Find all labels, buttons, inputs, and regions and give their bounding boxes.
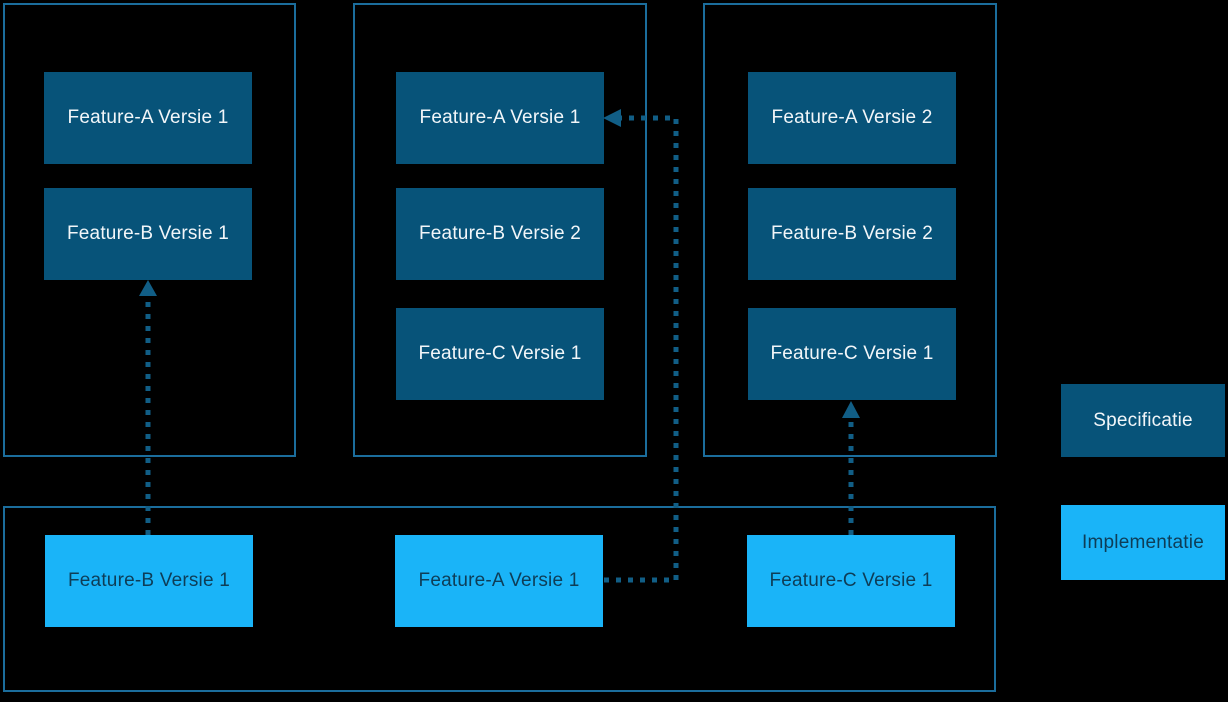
feature-box-spec1-b: Feature-B Versie 1 [44, 188, 252, 280]
feature-box-label: Feature-C Versie 1 [769, 570, 933, 591]
specification-container-2: Feature-A Versie 1 Feature-B Versie 2 Fe… [353, 3, 647, 457]
feature-box-label: Feature-A Versie 1 [418, 570, 580, 591]
feature-box-spec1-a: Feature-A Versie 1 [44, 72, 252, 164]
feature-box-impl-a: Feature-A Versie 1 [395, 535, 603, 627]
feature-box-label: Feature-B Versie 1 [67, 570, 230, 591]
feature-box-spec3-b: Feature-B Versie 2 [748, 188, 956, 280]
feature-box-spec2-a: Feature-A Versie 1 [396, 72, 604, 164]
legend-implementation: Implementatie [1061, 505, 1225, 580]
feature-box-label: Feature-B Versie 1 [66, 223, 229, 244]
feature-box-label: Feature-A Versie 2 [771, 107, 933, 128]
feature-box-impl-c: Feature-C Versie 1 [747, 535, 955, 627]
legend-specification: Specificatie [1061, 384, 1225, 457]
feature-box-label: Feature-A Versie 1 [67, 107, 229, 128]
feature-box-spec3-c: Feature-C Versie 1 [748, 308, 956, 400]
legend-implementation-label: Implementatie [1082, 531, 1204, 553]
feature-box-spec2-b: Feature-B Versie 2 [396, 188, 604, 280]
implementation-container: Feature-B Versie 1 Feature-A Versie 1 Fe… [3, 506, 996, 692]
feature-box-label: Feature-B Versie 2 [418, 223, 581, 244]
feature-box-impl-b: Feature-B Versie 1 [45, 535, 253, 627]
specification-container-3: Feature-A Versie 2 Feature-B Versie 2 Fe… [703, 3, 997, 457]
feature-box-label: Feature-B Versie 2 [770, 223, 933, 244]
feature-box-label: Feature-C Versie 1 [418, 343, 582, 364]
specification-container-1: Feature-A Versie 1 Feature-B Versie 1 [3, 3, 296, 457]
feature-box-label: Feature-A Versie 1 [419, 107, 581, 128]
feature-box-spec3-a: Feature-A Versie 2 [748, 72, 956, 164]
feature-box-label: Feature-C Versie 1 [770, 343, 934, 364]
feature-box-spec2-c: Feature-C Versie 1 [396, 308, 604, 400]
legend-specification-label: Specificatie [1093, 409, 1193, 431]
